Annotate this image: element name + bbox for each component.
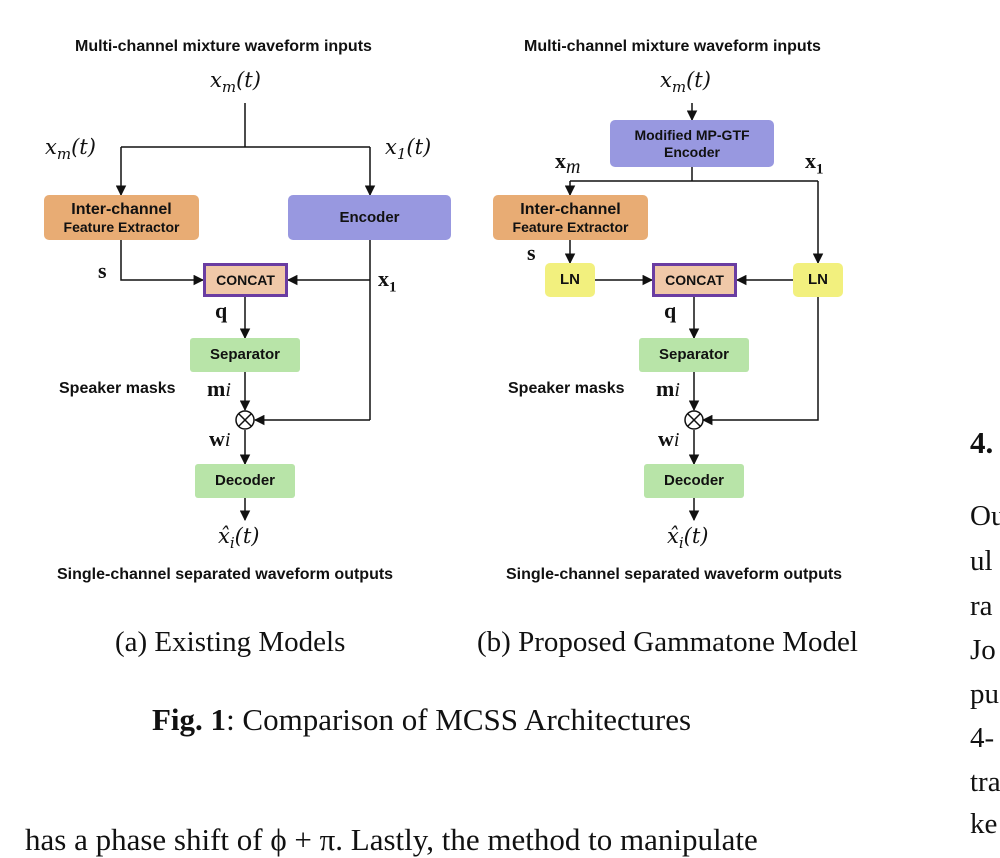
a-heading-top: Multi-channel mixture waveform inputs: [75, 38, 372, 55]
b-extractor-line1: Inter-channel: [520, 200, 621, 218]
a-branch-left-symbol: xm(t): [45, 135, 96, 164]
side-fragment-2: ra: [970, 590, 993, 622]
wire-a-s: [120, 240, 205, 286]
a-decoder: Decoder: [195, 464, 295, 498]
b-var-xm: xm: [555, 148, 581, 179]
b-var-q: q: [664, 298, 677, 323]
multiplier-a: [235, 410, 255, 430]
b-extractor-line2: Feature Extractor: [512, 218, 629, 235]
b-var-m: mi: [656, 376, 680, 401]
b-var-w: wi: [658, 426, 680, 451]
b-output-symbol: x̂i(t): [667, 524, 709, 553]
side-fragment-6: tra: [970, 766, 1000, 798]
side-fragment-7: ke: [970, 808, 998, 840]
b-separator: Separator: [639, 338, 749, 372]
a-branch-right-symbol: x1(t): [385, 135, 432, 164]
a-var-x1: x1: [378, 266, 397, 296]
b-var-s: s: [527, 240, 536, 265]
a-input-symbol: xm(t): [210, 68, 261, 97]
b-inter-channel-feature-extractor: Inter-channel Feature Extractor: [493, 195, 648, 240]
a-inter-channel-feature-extractor: Inter-channel Feature Extractor: [44, 195, 199, 240]
figure-label: Fig. 1: [152, 702, 227, 737]
b-concat: CONCAT: [652, 263, 737, 297]
b-caption: (b) Proposed Gammatone Model: [477, 626, 858, 658]
side-fragment-5: 4-: [970, 722, 995, 754]
b-input-symbol: xm(t): [660, 68, 711, 97]
b-layer-norm-left: LN: [545, 263, 595, 297]
wire-b-x1-to-mult: [701, 297, 819, 426]
b-decoder: Decoder: [644, 464, 744, 498]
b-layer-norm-right: LN: [793, 263, 843, 297]
a-separator: Separator: [190, 338, 300, 372]
b-heading-bottom: Single-channel separated waveform output…: [506, 566, 843, 583]
side-fragment-0: Ou: [970, 500, 1000, 532]
a-concat: CONCAT: [203, 263, 288, 297]
side-fragment-1: ul: [970, 545, 993, 577]
section-number: 4.: [970, 425, 994, 460]
multiplier-b: [684, 410, 704, 430]
b-var-x1: x1: [805, 148, 824, 178]
a-var-s: s: [98, 258, 107, 283]
a-var-m: mi: [207, 376, 231, 401]
body-text-line: has a phase shift of ϕ + π. Lastly, the …: [25, 822, 758, 857]
figure-caption-text: : Comparison of MCSS Architectures: [226, 702, 692, 737]
a-speaker-masks: Speaker masks: [59, 380, 176, 397]
a-extractor-line1: Inter-channel: [71, 200, 172, 218]
b-heading-top: Multi-channel mixture waveform inputs: [524, 38, 821, 55]
figure-caption: Fig. 1: Comparison of MCSS Architectures: [152, 702, 691, 738]
a-var-q: q: [215, 298, 228, 323]
b-encoder-line1: Modified MP-GTF: [634, 126, 750, 143]
side-fragment-3: Jo: [970, 634, 996, 666]
a-heading-bottom: Single-channel separated waveform output…: [57, 566, 394, 583]
a-caption: (a) Existing Models: [115, 626, 346, 658]
b-modified-mp-gtf-encoder: Modified MP-GTF Encoder: [610, 120, 774, 167]
b-speaker-masks: Speaker masks: [508, 380, 625, 397]
b-encoder-line2: Encoder: [663, 143, 720, 160]
side-fragment-4: pu: [970, 678, 999, 710]
a-var-w: wi: [209, 426, 231, 451]
a-encoder: Encoder: [288, 195, 451, 240]
a-output-symbol: x̂i(t): [218, 524, 260, 553]
a-extractor-line2: Feature Extractor: [63, 218, 180, 235]
